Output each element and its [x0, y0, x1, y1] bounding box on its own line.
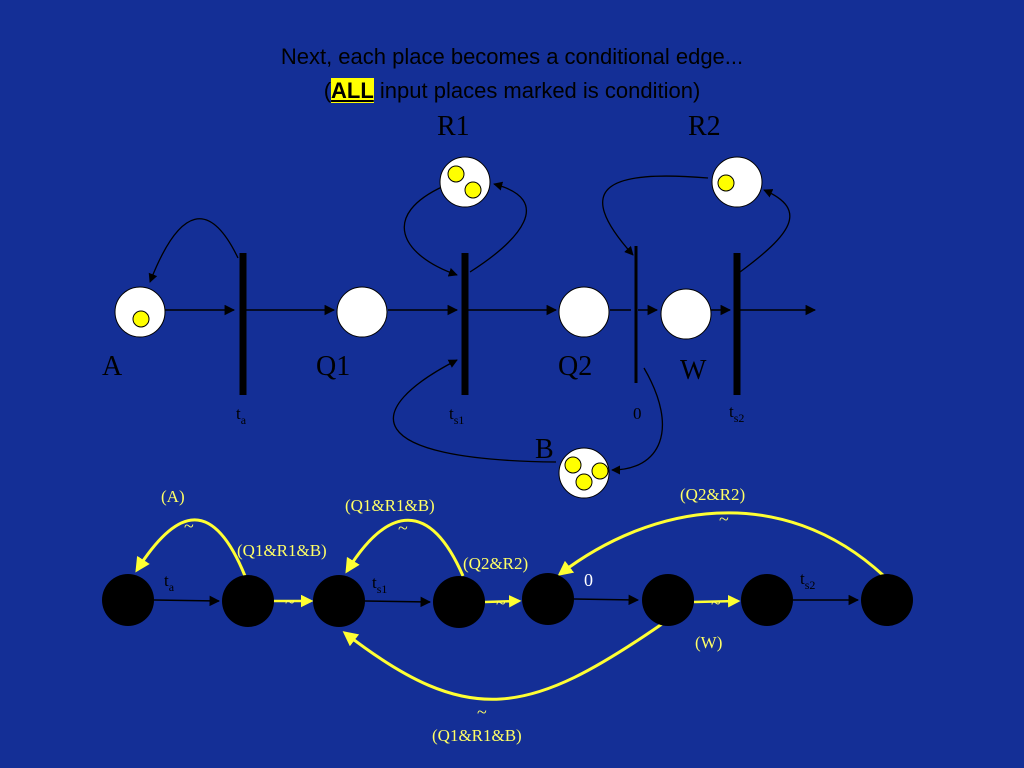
label-ts2: ts2: [729, 402, 744, 425]
tilde-q1r1b-mid: ~: [285, 592, 295, 612]
label-r2: R2: [688, 111, 721, 142]
token-b-2: [591, 462, 609, 480]
cond-label-q2r2-mid: (Q2&R2): [463, 554, 528, 573]
tilde-q2r2-upper: ~: [719, 509, 729, 529]
place-q1: [336, 286, 388, 338]
edge-label-zero: 0: [584, 570, 593, 590]
edge-label-ta: ta: [164, 571, 175, 594]
cedge-q2r2-mid: [484, 595, 522, 608]
event-graph: ~ ~ ~ ~ ~ ~ ~ ta ts1 0 ts2 (A) (Q1&R1&B)…: [102, 485, 913, 745]
arc-ta-a: [148, 218, 239, 283]
label-a: A: [102, 351, 123, 382]
cond-label-a: (A): [161, 487, 185, 506]
cond-label-q1r1b-lower: (Q1&R1&B): [432, 726, 522, 745]
label-zero: 0: [633, 404, 642, 423]
event-node-2: [222, 575, 274, 627]
edge-ta: [153, 595, 221, 607]
event-node-5: [522, 573, 574, 625]
tilde-q1r1b-upper: ~: [398, 518, 408, 538]
place-r2: [711, 156, 763, 208]
label-q2: Q2: [558, 351, 592, 382]
arc-ts2-r2: [739, 189, 791, 273]
edge-ts1: [364, 596, 432, 608]
label-q1: Q1: [316, 351, 350, 382]
cedge-q1r1b-lower: [342, 622, 663, 701]
cedge-a: [135, 518, 247, 577]
cond-label-w: (W): [695, 633, 722, 652]
edge-label-ts1: ts1: [372, 573, 387, 596]
label-w: W: [680, 355, 707, 386]
cond-label-q2r2-upper: (Q2&R2): [680, 485, 745, 504]
tilde-q1r1b-lower: ~: [477, 702, 487, 722]
tilde-q2r2-mid: ~: [496, 593, 506, 613]
arc-r2-zero: [602, 175, 709, 256]
petri-net: A Q1 Q2 W R1 R2 B ta ts1 0 ts2: [102, 111, 817, 499]
event-node-8: [861, 574, 913, 626]
arc-ts1-r1: [469, 181, 527, 273]
place-r1: [439, 156, 491, 208]
edge-zero: [573, 594, 640, 606]
label-ta: ta: [236, 404, 247, 427]
arc-zero-b: [611, 367, 663, 475]
arc-r1-ts1: [403, 185, 458, 277]
event-node-6: [642, 574, 694, 626]
cond-label-q1r1b-upper: (Q1&R1&B): [345, 496, 435, 515]
cedge-q2r2-upper: [557, 511, 886, 578]
label-ts1: ts1: [449, 404, 464, 427]
place-w: [660, 288, 712, 340]
event-node-1: [102, 574, 154, 626]
token-r2: [717, 174, 735, 192]
place-q2: [558, 286, 610, 338]
cedge-q1r1b-upper: [345, 518, 465, 577]
all-highlight: ALL: [331, 78, 374, 103]
event-node-4: [433, 576, 485, 628]
arc-b-ts1: [392, 359, 557, 463]
event-node-7: [741, 574, 793, 626]
title-line-2: (ALL input places marked is condition): [323, 78, 701, 103]
token-a: [132, 310, 150, 328]
tilde-a: ~: [184, 516, 194, 536]
title-line-1: Next, each place becomes a conditional e…: [280, 44, 744, 69]
cedge-w: [693, 594, 741, 608]
tilde-w: ~: [711, 593, 721, 613]
token-b-1: [564, 456, 582, 474]
label-r1: R1: [437, 111, 470, 142]
token-r1-1: [447, 165, 465, 183]
label-b: B: [535, 434, 554, 465]
cond-label-q1r1b-mid: (Q1&R1&B): [237, 541, 327, 560]
edge-label-ts2: ts2: [800, 569, 815, 592]
event-node-3: [313, 575, 365, 627]
token-b-3: [575, 473, 593, 491]
token-r1-2: [464, 181, 482, 199]
